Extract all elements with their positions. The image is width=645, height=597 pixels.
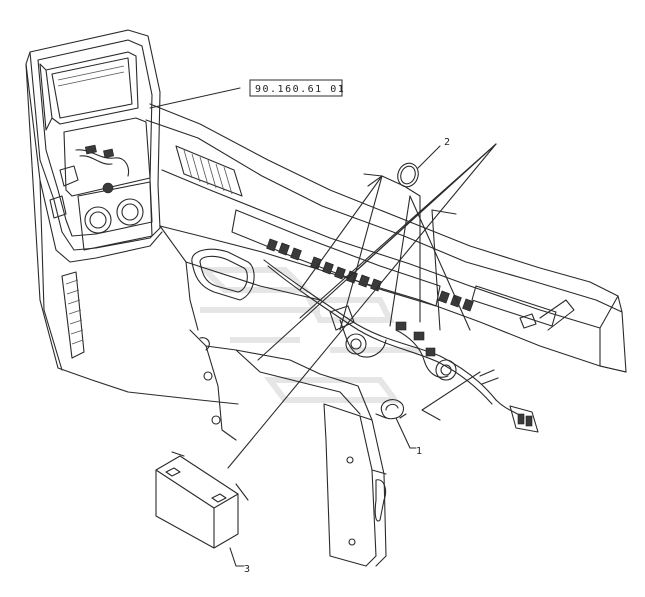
callout-1: 1 xyxy=(416,446,422,457)
part-module-box xyxy=(155,455,239,549)
left-cable xyxy=(49,144,130,219)
gauge-housing xyxy=(63,117,153,251)
watermark xyxy=(197,267,420,403)
side-vent xyxy=(61,271,85,359)
callout-3: 3 xyxy=(244,564,250,575)
center-pedestal xyxy=(323,403,387,567)
callout-2: 2 xyxy=(444,137,450,148)
dash-vent xyxy=(175,145,243,197)
display-screen xyxy=(39,51,139,131)
wiring-harness xyxy=(263,259,539,433)
cup-holder xyxy=(191,248,255,301)
lower-panel xyxy=(189,329,373,441)
left-console-panel xyxy=(25,29,239,405)
dashboard-body xyxy=(145,103,627,373)
reference-code-box: 90.160.61 01 xyxy=(249,79,345,97)
leader-lines xyxy=(149,87,497,567)
part-clip xyxy=(375,399,407,420)
reference-code-label: 90.160.61 01 xyxy=(255,84,345,95)
right-recess xyxy=(471,285,575,331)
part-ring xyxy=(397,162,419,188)
